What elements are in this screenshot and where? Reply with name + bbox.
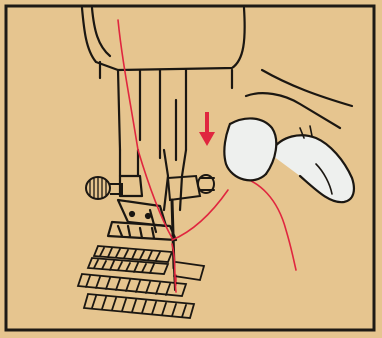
illustration-frame [0, 0, 382, 338]
sewing-machine-threading-diagram [0, 0, 382, 338]
